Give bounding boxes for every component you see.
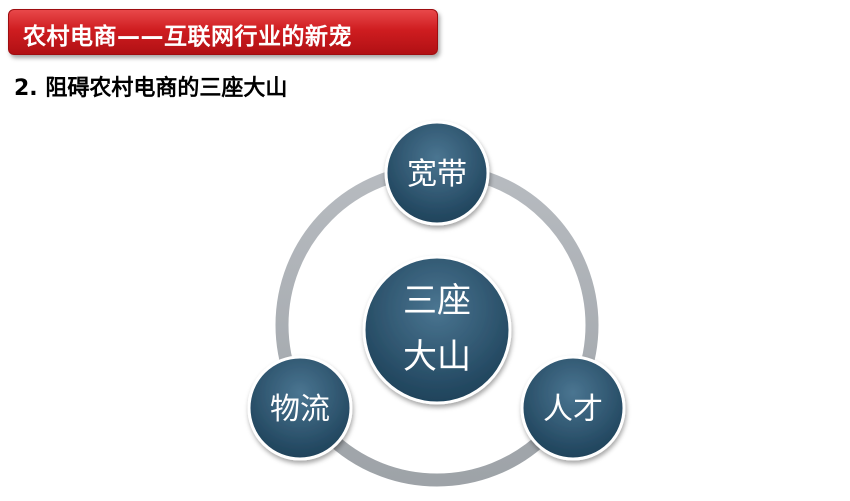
center-label-line1: 三座 xyxy=(403,281,471,321)
node-logistics: 物流 xyxy=(247,355,353,461)
center-label-line2: 大山 xyxy=(403,337,471,377)
node-broadband: 宽带 xyxy=(384,120,490,226)
node-logistics-label: 物流 xyxy=(270,392,330,427)
center-node: 三座 大山 xyxy=(362,255,512,405)
section-heading: 2. 阻碍农村电商的三座大山 xyxy=(14,76,288,101)
node-broadband-label: 宽带 xyxy=(407,157,467,192)
node-talent-label: 人才 xyxy=(543,392,603,427)
page-title: 农村电商——互联网行业的新宠 xyxy=(23,24,352,50)
node-talent: 人才 xyxy=(520,355,626,461)
title-banner: 农村电商——互联网行业的新宠 xyxy=(8,9,438,55)
